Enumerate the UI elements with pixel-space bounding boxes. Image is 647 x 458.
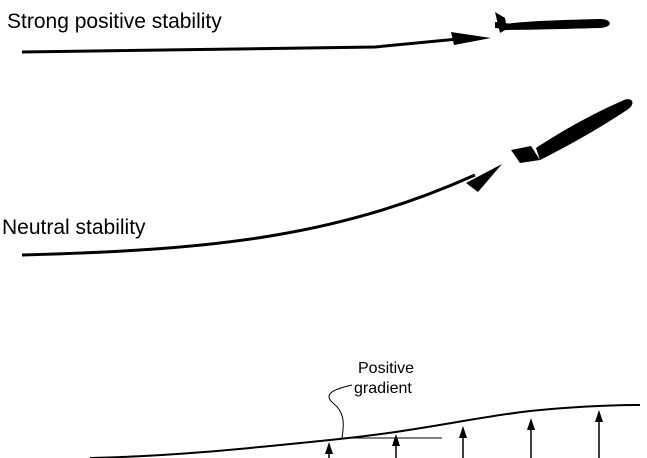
wind-arrow (459, 426, 467, 458)
gradient-label-line1: Positive (358, 360, 414, 377)
wind-arrow (595, 410, 603, 458)
glider-level (495, 12, 610, 33)
gradient-label-line2: gradient (354, 380, 412, 397)
wind-arrow (392, 434, 400, 458)
strong-stability-label: Strong positive stability (7, 10, 222, 33)
glider-climbing (511, 99, 633, 163)
strong-flight-path (21, 37, 459, 54)
strong-flight-path-arrowhead (451, 32, 491, 45)
neutral-flight-path-arrowhead (466, 164, 502, 192)
neutral-flight-path (21, 173, 476, 257)
neutral-stability-label: Neutral stability (2, 216, 146, 239)
wind-arrow (527, 418, 535, 458)
gradient-callout-bracket (328, 384, 353, 439)
velocity-profile-curve (89, 404, 641, 458)
wind-arrow (325, 442, 333, 458)
wind-arrows (325, 410, 603, 458)
